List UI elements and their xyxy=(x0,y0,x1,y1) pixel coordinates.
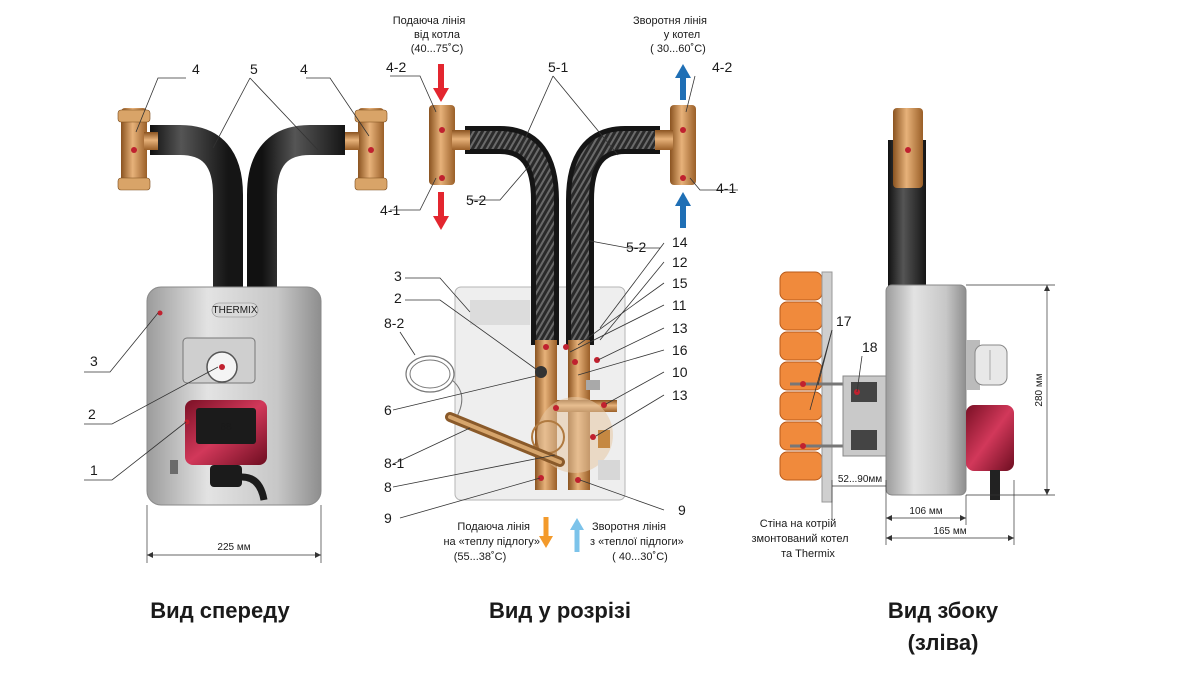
front-view: THERMIX 88 4 5 4 3 2 1 xyxy=(84,61,388,563)
return-top-caption-1: Зворотня лінія xyxy=(633,15,707,27)
front-label-4a: 4 xyxy=(192,61,200,77)
section-label-13b: 13 xyxy=(672,387,688,403)
wall-caption-3: та Thermix xyxy=(781,548,835,560)
return-bot-caption-2: з «теплої підлоги» xyxy=(590,536,684,548)
side-pump xyxy=(966,405,1014,471)
brick-wall xyxy=(779,271,823,481)
side-106-dim: 106 мм xyxy=(909,506,942,517)
section-label-3: 3 xyxy=(394,268,402,284)
wall-caption-2: змонтований котел xyxy=(752,533,849,545)
front-pipe-right xyxy=(247,125,345,290)
front-label-3: 3 xyxy=(90,353,98,369)
section-valve-right xyxy=(655,105,696,185)
section-valve-left xyxy=(429,105,470,185)
supply-top-caption-2: від котла xyxy=(414,29,461,41)
return-out-arrow xyxy=(675,64,691,100)
return-top-caption-2: у котел xyxy=(664,29,700,41)
front-valve-left xyxy=(117,108,158,191)
supply-in-arrow xyxy=(433,64,449,102)
title-side-line1: Вид збоку xyxy=(887,598,999,623)
side-view: 280 мм 52...90мм 106 мм 165 мм 17 18 Сті… xyxy=(752,108,1055,560)
return-bot-caption-3: ( 40...30˚C) xyxy=(612,551,668,563)
front-pump: 88 xyxy=(184,400,268,501)
wall-caption-1: Стіна на котрій xyxy=(760,518,836,530)
front-label-1: 1 xyxy=(90,462,98,478)
section-label-8-2: 8-2 xyxy=(384,315,404,331)
supply-bot-caption-2: на «теплу підлогу» xyxy=(443,536,540,548)
section-label-16: 16 xyxy=(672,342,688,358)
return-top-caption-3: ( 30...60˚C) xyxy=(650,43,706,55)
section-label-12: 12 xyxy=(672,254,688,270)
wall-plaster xyxy=(821,271,833,503)
section-label-5-1: 5-1 xyxy=(548,59,568,75)
side-165-dim: 165 мм xyxy=(933,526,966,537)
supply-top-caption-1: Подаюча лінія xyxy=(393,15,466,27)
front-label-5: 5 xyxy=(250,61,258,77)
floor-return-arrow xyxy=(570,518,584,552)
svg-text:88: 88 xyxy=(220,422,232,433)
side-wall-gap-dim: 52...90мм xyxy=(838,474,882,485)
section-label-8: 8 xyxy=(384,479,392,495)
supply-bot-caption-1: Подаюча лінія xyxy=(457,521,530,533)
section-label-5-2a: 5-2 xyxy=(466,192,486,208)
side-label-18: 18 xyxy=(862,339,878,355)
front-logo-plate xyxy=(211,302,259,318)
section-label-2: 2 xyxy=(394,290,402,306)
side-label-17: 17 xyxy=(836,313,852,329)
section-label-15: 15 xyxy=(672,275,688,291)
supply-top-caption-3: (40...75˚C) xyxy=(411,43,464,55)
section-label-4-2b: 4-2 xyxy=(712,59,732,75)
front-label-4b: 4 xyxy=(300,61,308,77)
front-label-2: 2 xyxy=(88,406,96,422)
title-section: Вид у розрізі xyxy=(489,598,631,623)
capillary-coil xyxy=(405,355,455,393)
side-thermostat-knob xyxy=(974,344,1008,386)
title-front: Вид спереду xyxy=(150,598,290,623)
svg-text:THERMIX: THERMIX xyxy=(213,305,258,316)
return-in-arrow xyxy=(675,192,691,228)
section-label-5-2b: 5-2 xyxy=(626,239,646,255)
section-label-9b: 9 xyxy=(678,502,686,518)
supply-out-arrow xyxy=(433,192,449,230)
section-label-10: 10 xyxy=(672,364,688,380)
front-valve-right xyxy=(345,108,388,191)
front-pipe-left xyxy=(150,125,243,290)
section-label-11: 11 xyxy=(672,297,687,313)
section-label-9a: 9 xyxy=(384,510,392,526)
floor-supply-arrow xyxy=(539,517,553,548)
front-width-dim: 225 мм xyxy=(217,542,250,553)
section-label-4-1b: 4-1 xyxy=(716,180,736,196)
section-label-8-1: 8-1 xyxy=(384,455,404,471)
title-side-line2: (зліва) xyxy=(907,630,979,655)
section-label-14: 14 xyxy=(672,234,688,250)
side-height-dim: 280 мм xyxy=(1034,373,1045,406)
section-view: Подаюча лінія від котла (40...75˚C) Звор… xyxy=(380,15,738,563)
section-label-4-1a: 4-1 xyxy=(380,202,400,218)
section-label-13a: 13 xyxy=(672,320,688,336)
return-bot-caption-1: Зворотня лінія xyxy=(592,521,666,533)
section-label-6: 6 xyxy=(384,402,392,418)
section-label-4-2a: 4-2 xyxy=(386,59,406,75)
supply-bot-caption-3: (55...38˚C) xyxy=(454,551,507,563)
side-housing xyxy=(885,284,967,496)
